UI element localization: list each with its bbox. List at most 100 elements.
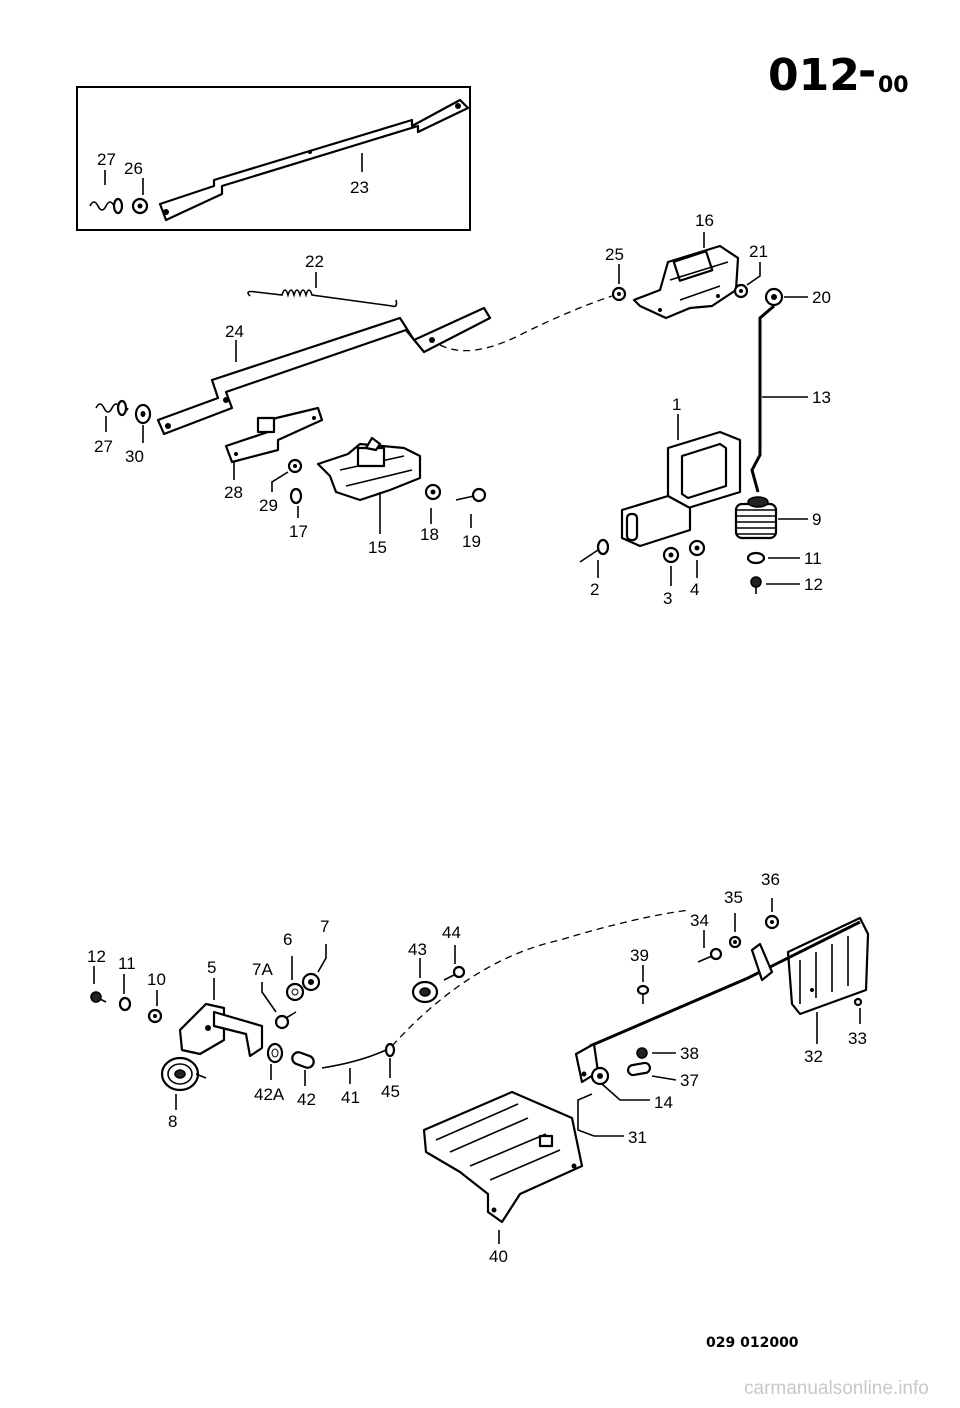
part-43-grommet — [411, 980, 439, 1004]
part-1-bracket — [620, 430, 742, 548]
callout-5: 5 — [207, 958, 216, 977]
part-33-pin — [853, 997, 863, 1007]
pedal-lever-rod — [574, 920, 861, 1084]
callout-11-b: 11 — [118, 954, 136, 973]
part-25-nut — [611, 286, 627, 302]
callout-21: 21 — [749, 242, 768, 261]
callout-36: 36 — [761, 870, 780, 889]
part-18-washer — [424, 483, 442, 501]
callout-1: 1 — [672, 395, 681, 414]
callout-44: 44 — [442, 923, 461, 942]
part-34-bolt — [697, 947, 723, 963]
callout-39: 39 — [630, 946, 649, 965]
part-20-clip — [764, 287, 784, 307]
callout-6: 6 — [283, 930, 292, 949]
callout-32: 32 — [804, 1047, 823, 1066]
callout-27: 27 — [97, 150, 116, 169]
callout-30: 30 — [125, 447, 144, 466]
part-39-bolt — [636, 984, 650, 1004]
callout-34: 34 — [690, 911, 709, 930]
part-24-rod — [156, 306, 492, 436]
callout-9: 9 — [812, 510, 821, 529]
callout-42A: 42A — [254, 1085, 285, 1104]
part-3-nut — [662, 546, 680, 564]
part-11-washer-b — [118, 996, 132, 1012]
callout-12-b: 12 — [87, 947, 106, 966]
callout-23: 23 — [350, 178, 369, 197]
callout-7: 7 — [320, 917, 329, 936]
callout-35: 35 — [724, 888, 743, 907]
part-13-rod — [750, 304, 775, 493]
part-38-washer — [636, 1047, 648, 1059]
callout-37: 37 — [680, 1071, 699, 1090]
part-8-drum — [160, 1056, 207, 1092]
callout-18: 18 — [420, 525, 439, 544]
callout-40: 31 — [628, 1128, 647, 1147]
callout-24: 24 — [225, 322, 244, 341]
part-7-nut — [301, 972, 321, 992]
part-37-pin — [626, 1061, 652, 1077]
part-45-clip — [384, 1042, 396, 1058]
part-17-screw — [289, 487, 303, 505]
part-28-hinge — [224, 406, 324, 464]
part-16-bracket — [632, 244, 740, 320]
part-40-clip — [577, 1093, 595, 1137]
watermark: carmanualsonline.info — [744, 1378, 929, 1399]
callout-3: 3 — [663, 589, 672, 608]
part-11-washer — [746, 551, 766, 565]
callout-10: 10 — [147, 970, 166, 989]
callout-22: 22 — [305, 252, 324, 271]
callout-31: 40 — [489, 1247, 508, 1266]
callout-12: 12 — [804, 575, 823, 594]
part-10-nut — [147, 1008, 163, 1024]
callout-4: 4 — [690, 580, 699, 599]
callout-26: 26 — [124, 159, 143, 178]
callout-8: 8 — [168, 1112, 177, 1131]
callout-33: 33 — [848, 1029, 867, 1048]
callout-7A: 7A — [252, 960, 273, 979]
callout-29: 29 — [259, 496, 278, 515]
part-12-screw-b — [90, 991, 107, 1003]
callout-14: 14 — [654, 1093, 673, 1112]
part-6-washer — [285, 982, 305, 1002]
part-7A-screw — [274, 1011, 297, 1030]
part-5-bracket — [178, 1002, 264, 1058]
callout-20: 20 — [812, 288, 831, 307]
part-12-screw — [750, 576, 762, 594]
callout-45: 45 — [381, 1082, 400, 1101]
callout-41: 41 — [341, 1088, 360, 1107]
callout-11: 11 — [804, 549, 822, 568]
part-2-bolt — [579, 538, 610, 563]
inset-frame — [76, 86, 471, 231]
callout-43: 43 — [408, 940, 427, 959]
reference-code: 029 012000 — [706, 1335, 799, 1351]
part-32-plate — [786, 916, 870, 1016]
part-30-washer — [134, 403, 152, 425]
part-27-spring-b — [95, 399, 129, 417]
callout-38: 38 — [680, 1044, 699, 1063]
part-44-screw — [443, 965, 466, 981]
diagram-sub-number: 00 — [878, 73, 909, 98]
part-27-spring — [89, 197, 124, 215]
part-19-screw — [455, 487, 487, 503]
part-42A-washer — [266, 1042, 284, 1064]
part-36-nut — [764, 914, 780, 930]
callout-2: 2 — [590, 580, 599, 599]
part-23-bar — [158, 98, 470, 222]
callout-15: 15 — [368, 538, 387, 557]
part-15-latch — [316, 436, 422, 502]
part-42-grommet — [291, 1051, 315, 1069]
callout-13: 13 — [812, 388, 831, 407]
callout-19: 19 — [462, 532, 481, 551]
part-22-spring — [247, 289, 398, 308]
svg-text:-: - — [858, 46, 876, 97]
callout-42: 42 — [297, 1090, 316, 1109]
diagram-number: 012 — [768, 50, 860, 101]
part-35-washer — [728, 935, 742, 949]
callout-16: 16 — [695, 211, 714, 230]
callout-25: 25 — [605, 245, 624, 264]
callout-27-b: 27 — [94, 437, 113, 456]
part-26-washer — [131, 197, 149, 215]
part-14-bushing — [590, 1066, 610, 1086]
